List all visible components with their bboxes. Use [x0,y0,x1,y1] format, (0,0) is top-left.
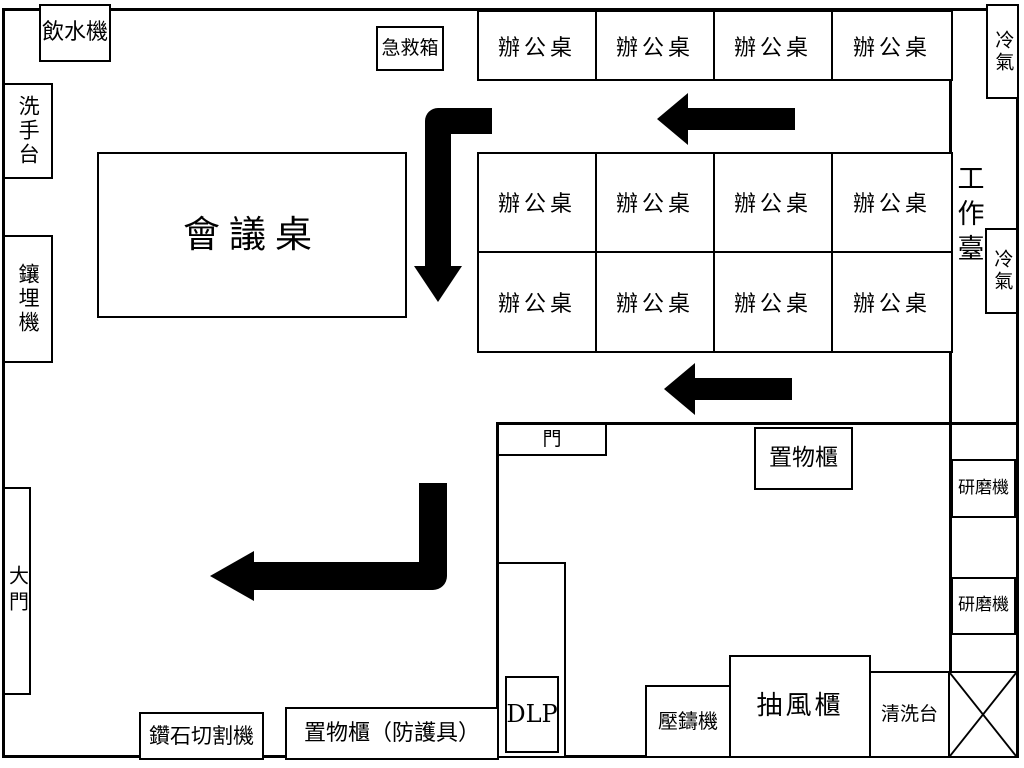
office-desk: 辦公桌 [852,291,931,317]
top-desk-row: 辦公桌 辦公桌 辦公桌 辦公桌 [477,10,953,81]
office-desk: 辦公桌 [715,12,833,79]
x-mark-icon [950,673,1016,756]
die-casting-machine: 壓鑄機 [645,685,731,758]
inner-room-top-wall [496,422,1017,425]
office-desk: 辦公桌 [715,154,833,253]
water-dispenser: 飲水機 [39,4,111,62]
workbench-divider-line [949,10,952,757]
grinder-2: 研磨機 [951,577,1016,635]
office-desk: 辦公桌 [479,154,597,253]
sink: 洗手台 [3,83,53,179]
grinder-1: 研磨機 [951,459,1016,518]
inner-door: 門 [497,423,607,456]
office-desk: 辦公桌 [479,252,597,351]
storage-cabinet-protective-gear: 置物櫃（防護具） [285,707,499,760]
workbench-label: 工作臺 [952,163,984,269]
office-desk: 辦公桌 [833,154,951,253]
main-door: 大門 [3,487,31,695]
office-desk: 辦公桌 [597,154,715,253]
middle-desk-block: 辦公桌 辦公桌 辦公桌 辦公桌 辦公桌 辦公桌 辦公桌 辦公桌 [477,152,953,353]
fume-hood: 抽風櫃 [729,655,871,758]
storage-cabinet: 置物櫃 [754,427,853,490]
air-conditioner-mid: 冷氣 [985,228,1018,314]
dlp-unit: DLP [505,676,559,753]
office-desk: 辦公桌 [479,12,597,79]
air-conditioner-top: 冷氣 [986,4,1019,99]
office-desk: 辦公桌 [852,35,931,61]
diamond-cutting-machine: 鑽石切割機 [139,712,264,760]
office-desk: 辦公桌 [597,12,715,79]
embedding-machine: 鑲埋機 [3,235,53,363]
office-desk: 辦公桌 [597,252,715,351]
first-aid-kit: 急救箱 [376,26,444,71]
office-desk: 辦公桌 [715,252,833,351]
crossed-area [948,671,1018,758]
conference-table: 會議桌 [97,152,407,318]
cleaning-station: 清洗台 [869,671,950,758]
